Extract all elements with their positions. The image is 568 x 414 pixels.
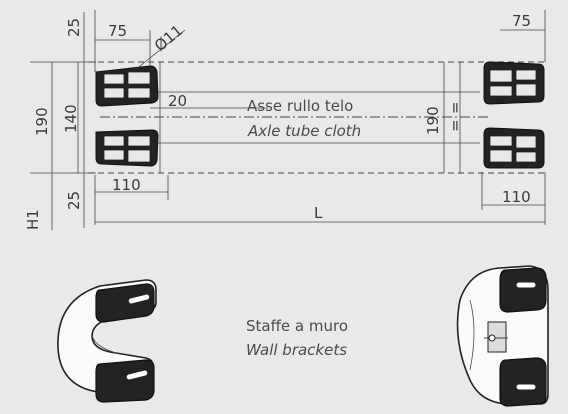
wall-bracket-right-illustration (456, 265, 549, 407)
dim-left-bottom-width: 110 (112, 176, 141, 194)
wall-brackets-label-italian: Staffe a muro (246, 317, 348, 335)
dim-left-height: 190 (33, 107, 51, 136)
right-bracket-top-view (483, 61, 545, 169)
dim-hole-diameter: Ø11 (151, 21, 186, 55)
dim-overall-length: L (314, 204, 323, 222)
dim-top-right-width: 75 (512, 12, 531, 30)
dim-overall-height: H1 (24, 209, 42, 230)
dim-inner-height: 140 (62, 104, 80, 133)
axle-label-english: Axle tube cloth (247, 122, 361, 140)
dim-top-left-width: 75 (108, 22, 127, 40)
dim-top-margin: 25 (65, 18, 83, 37)
construction-lines (77, 61, 545, 174)
dim-equal-mark-bottom: = (446, 119, 464, 132)
dim-right-height: 190 (424, 106, 442, 135)
dim-equal-mark-top: = (446, 101, 464, 114)
dim-offset: 20 (168, 92, 187, 110)
axle-label-italian: Asse rullo telo (247, 97, 353, 115)
wall-bracket-left-illustration (57, 279, 157, 403)
dimension-lines (30, 10, 546, 230)
left-bracket-top-view (95, 65, 159, 167)
dim-bottom-margin: 25 (65, 191, 83, 210)
wall-brackets-label-english: Wall brackets (246, 341, 347, 359)
dim-right-bottom-width: 110 (502, 188, 531, 206)
